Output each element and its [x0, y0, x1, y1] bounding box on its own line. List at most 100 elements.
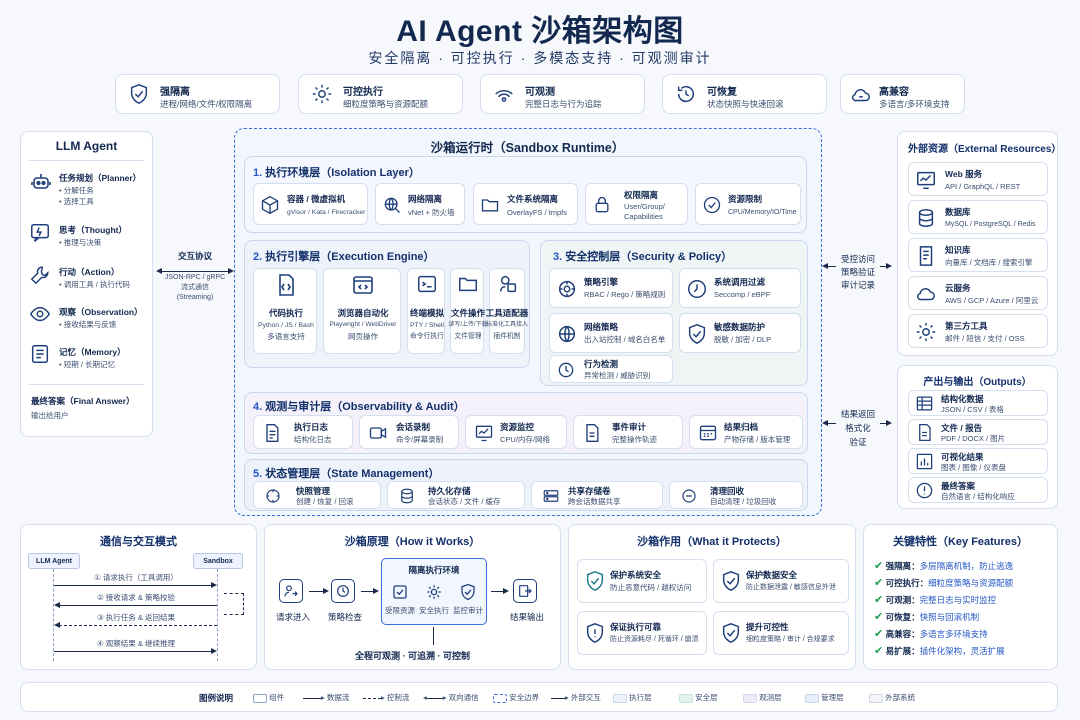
env-item: 受限资源: [385, 606, 415, 615]
item-desc: 自动清理 / 垃圾回收: [710, 497, 777, 506]
observe-item-archive: 结果归档 产物存储 / 版本管理: [689, 415, 803, 449]
item-desc: 文件管理: [454, 333, 482, 340]
agent-item-line: • 分解任务: [59, 186, 94, 195]
communication-panel: 通信与交互模式 LLM Agent Sandbox ① 请求执行（工具调用） ②…: [20, 524, 257, 670]
feature-card-observe: 可观测 完整日志与行为追踪: [480, 74, 645, 114]
cloud-icon: [850, 84, 872, 106]
item-desc: MySQL / PostgreSQL / Redis: [945, 221, 1036, 228]
item-title: 持久化存储: [428, 486, 471, 496]
agent-item-title: 任务规划（Planner）: [59, 173, 142, 183]
exec-item-adapter: 工具适配器 标准化工具接入 插件机制: [486, 268, 528, 354]
log-icon: [262, 423, 282, 443]
shield-check-icon: [128, 83, 150, 105]
item-desc: 防止数据泄露 / 敏感信息外泄: [746, 584, 836, 591]
item-desc: User/Group/: [624, 202, 665, 211]
check-circle-icon: [702, 195, 722, 215]
feature-desc: 细粒度策略与资源配额: [343, 99, 429, 109]
observe-item-log: 执行日志 结构化日志: [253, 415, 353, 449]
wrench-icon: [29, 264, 51, 286]
tools-icon: [915, 321, 937, 343]
code-file-icon: [274, 273, 298, 297]
item-desc: 脱敏 / 加密 / DLP: [714, 335, 772, 344]
isolation-item-resource: 资源限制 CPU/Memory/IO/Time: [695, 183, 801, 225]
memory-icon: [29, 343, 51, 365]
how-request-label: 请求进入: [275, 612, 310, 622]
item-title: 快照管理: [296, 486, 331, 496]
book-icon: [915, 245, 937, 267]
protect-item-data: 保护数据安全 防止数据泄露 / 敏感信息外泄: [713, 559, 849, 603]
item-title: 保护数据安全: [746, 570, 798, 580]
cleanup-icon: [680, 487, 698, 505]
item-desc: JSON / CSV / 表格: [941, 405, 1004, 414]
video-icon: [368, 423, 388, 443]
exec-item-code: 代码执行 Python / JS / Bash 多语言支持: [253, 268, 317, 354]
how-footer: 全程可观测 · 可追溯 · 可控制: [355, 651, 470, 661]
restricted-resource-icon: [391, 583, 409, 601]
item-title: 执行日志: [294, 422, 329, 432]
item-title: 容器 / 微虚拟机: [287, 194, 346, 204]
item-title: 策略引擎: [584, 277, 619, 287]
legend-item: ◂▸ 双向通信: [423, 693, 479, 702]
table-icon: [915, 394, 934, 413]
legend-item: ▸ 数据流: [303, 693, 349, 703]
item-title: 敏感数据防护: [714, 322, 766, 332]
connector-label: 审计记录: [840, 280, 875, 290]
thought-icon: [29, 222, 51, 244]
key-feature-row: ✔ 高兼容：多语言多环境支持: [874, 628, 988, 640]
item-title: Web 服务: [945, 169, 983, 179]
item-title: 共享存储卷: [568, 486, 611, 496]
layer-title: 3. 安全控制层（Security & Policy）: [553, 251, 733, 263]
check-icon: ✔: [874, 577, 884, 589]
check-icon: ✔: [874, 645, 884, 657]
layer-title: 2. 执行引擎层（Execution Engine）: [253, 251, 435, 263]
item-title: 行为检测: [584, 359, 619, 369]
answer-icon: [915, 481, 934, 500]
item-desc: 读写/上传/下载: [448, 322, 488, 328]
page-subtitle: 安全隔离 · 可控执行 · 多模态支持 · 可观测审计: [368, 50, 712, 66]
file-ops-icon: [457, 273, 479, 295]
state-item-shared: 共享存储卷 跨会话数据共享: [531, 481, 663, 509]
security-item-behavior: 行为检测 异常检测 / 威胁识别: [549, 355, 673, 383]
shared-storage-icon: [542, 487, 560, 505]
layer-title: 1. 执行环境层（Isolation Layer）: [253, 167, 420, 179]
feature-title: 强隔离: [160, 87, 190, 98]
output-item-structured: 结构化数据 JSON / CSV / 表格: [908, 390, 1048, 416]
exec-item-browser: 浏览器自动化 Playwright / WebDriver 网页操作: [323, 268, 401, 354]
legend-item: 观测层: [743, 693, 782, 703]
item-desc: 防止恶意代码 / 越权访问: [610, 583, 692, 592]
check-icon: ✔: [874, 594, 884, 606]
final-answer-title: 最终答案（Final Answer）: [31, 396, 135, 406]
outputs-title: 产出与输出（Outputs）: [923, 377, 1032, 388]
agent-item-line: • 选择工具: [59, 197, 94, 206]
item-title: 文件 / 报告: [941, 423, 983, 433]
item-title: 结果归档: [724, 422, 759, 432]
item-title: 网络隔离: [408, 194, 443, 204]
observe-item-monitor: 资源监控 CPU/内存/网络: [465, 415, 567, 449]
feature-desc: 状态快照与快速回滚: [707, 99, 784, 109]
item-desc: 命令/屏幕录制: [396, 435, 444, 444]
legend-title: 图例说明: [199, 693, 234, 703]
cloud-icon: [915, 283, 937, 305]
audit-icon: [582, 423, 602, 443]
item-title: 权限隔离: [624, 190, 659, 200]
protocol-line: (Streaming): [176, 294, 214, 301]
item-title: 提升可控性: [746, 622, 789, 632]
item-title: 最终答案: [941, 481, 976, 491]
connector-label: 结果返回: [840, 409, 875, 419]
isolation-item-filesystem: 文件系统隔离 OverlayFS / tmpfs: [473, 183, 578, 225]
item-title: 事件审计: [612, 422, 647, 432]
policy-gear-icon: [556, 278, 578, 300]
check-icon: ✔: [874, 611, 884, 623]
runtime-title: 沙箱运行时（Sandbox Runtime）: [430, 141, 625, 155]
final-answer-desc: 输出给用户: [31, 411, 69, 420]
isolation-item-network: 网络隔离 vNet + 防火墙: [375, 183, 465, 225]
output-item-visual: 可视化结果 图表 / 图像 / 仪表盘: [908, 448, 1048, 474]
lock-icon: [592, 195, 612, 215]
secure-exec-icon: [425, 583, 443, 601]
legend-item: 执行层: [613, 693, 652, 703]
item-desc: vNet + 防火墙: [408, 208, 455, 217]
item-desc: PTY / Shell: [410, 322, 444, 329]
legend-bar: 图例说明 组件 ▸ 数据流 ▸ 控制流 ◂▸ 双向通信 安全边界 ▸ 外部交互 …: [20, 682, 1058, 712]
item-title: 可视化结果: [941, 452, 984, 462]
outputs-panel: 产出与输出（Outputs） 结构化数据 JSON / CSV / 表格 文件 …: [897, 365, 1058, 509]
